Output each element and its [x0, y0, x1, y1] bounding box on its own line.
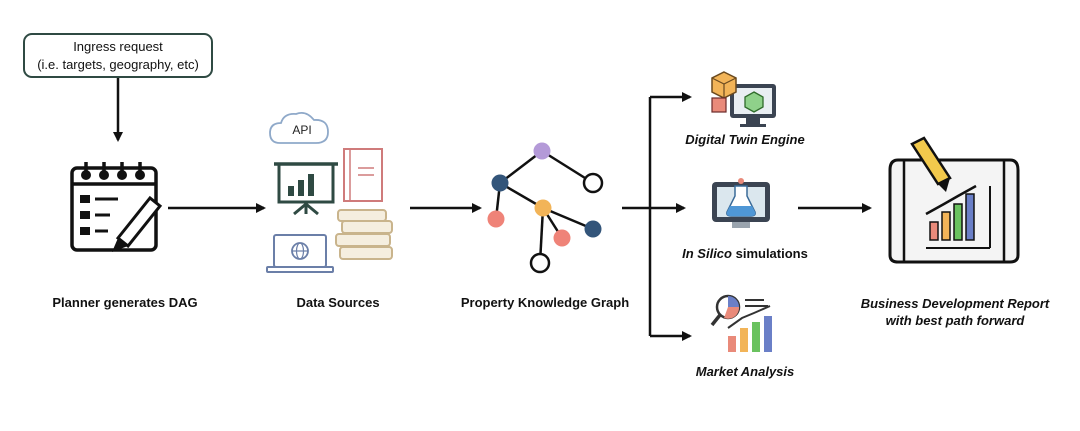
ingress-line-2: (i.e. targets, geography, etc): [37, 57, 199, 72]
api-label: API: [292, 123, 312, 137]
report-label-line-2: with best path forward: [885, 313, 1025, 328]
ingress-request-box: Ingress request (i.e. targets, geography…: [23, 33, 213, 78]
presentation-board-icon: [274, 162, 338, 216]
book-icon: [343, 148, 383, 202]
knowledge-graph-label: Property Knowledge Graph: [460, 295, 630, 310]
lab-flask-monitor-icon: [712, 178, 770, 228]
market-analysis-label: Market Analysis: [695, 364, 795, 379]
book-stack-icon: [335, 209, 393, 260]
ingress-line-1: Ingress request: [73, 39, 163, 54]
notebook-icon: [70, 162, 163, 252]
data-sources-label: Data Sources: [296, 295, 380, 310]
laptop-icon: [266, 234, 334, 273]
report-blueprint-icon: [888, 136, 1020, 264]
knowledge-graph-icon: [487, 142, 604, 274]
market-analysis-icon: [710, 294, 772, 352]
report-label-line-1: Business Development Report: [860, 296, 1050, 311]
in-silico-rest: simulations: [731, 246, 808, 261]
digital-twin-label: Digital Twin Engine: [685, 132, 805, 147]
in-silico-italic: In Silico: [682, 246, 732, 261]
planner-label: Planner generates DAG: [52, 295, 198, 310]
in-silico-label: In Silico simulations: [665, 246, 825, 261]
digital-twin-icon: [711, 71, 776, 127]
cloud-icon: [269, 111, 329, 144]
